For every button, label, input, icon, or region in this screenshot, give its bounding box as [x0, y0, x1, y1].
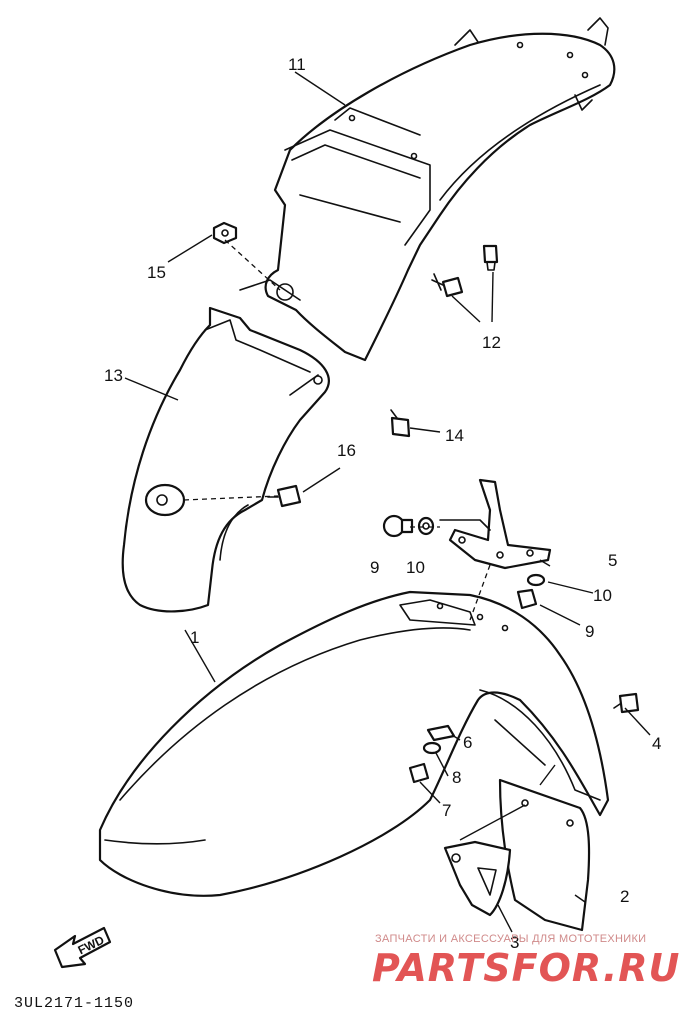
- washer-part-10-upper: [417, 516, 435, 536]
- callout-2: 2: [620, 887, 629, 906]
- callout-11: 11: [288, 55, 306, 74]
- callout-9-lower: 9: [585, 622, 594, 641]
- callout-14: 14: [445, 426, 464, 445]
- callout-5: 5: [608, 551, 617, 570]
- bolt-part-12-lower: [431, 273, 464, 298]
- mud-flap-part-2: [459, 764, 591, 932]
- rear-fender-part-11: [239, 17, 616, 362]
- callout-16: 16: [337, 441, 356, 460]
- bolt-part-7: [408, 762, 430, 784]
- callout-7: 7: [442, 801, 451, 820]
- bolt-part-16: [267, 484, 302, 508]
- washer-part-8: [422, 741, 442, 755]
- leader-lines: [124, 71, 651, 933]
- washer-part-10-lower: [526, 573, 546, 587]
- watermark-tagline: ЗАПЧАСТИ И АКСЕССУАРЫ ДЛЯ МОТОТЕХНИКИ: [375, 933, 646, 945]
- callout-10-upper: 10: [406, 558, 425, 577]
- stay-part-5: [439, 478, 552, 570]
- front-fender-part-1: [98, 590, 610, 897]
- callout-12: 12: [482, 333, 501, 352]
- watermark-brand: PARTSFOR.RU: [372, 946, 680, 990]
- bolt-part-9-lower: [516, 588, 538, 610]
- drawing-code: 3UL2171-1150: [14, 995, 134, 1012]
- fwd-arrow: FWD: [53, 926, 112, 969]
- bolt-part-12-upper: [482, 244, 499, 271]
- fasteners: [212, 221, 640, 784]
- screw-part-9-upper: [382, 514, 414, 538]
- callout-4: 4: [652, 734, 661, 753]
- callout-labels: 1 2 3 4 5 6 7 8 9 9 10 10 11 12 13 14 15…: [104, 55, 661, 952]
- callout-3: 3: [510, 933, 519, 952]
- callout-13: 13: [104, 366, 123, 385]
- callout-6: 6: [463, 733, 472, 752]
- watermark: ЗАПЧАСТИ И АКСЕССУАРЫ ДЛЯ МОТОТЕХНИКИ PA…: [372, 933, 680, 990]
- bracket-part-3: [443, 840, 512, 917]
- washer-part-6: [426, 724, 456, 742]
- callout-1: 1: [190, 628, 199, 647]
- callout-9-upper: 9: [370, 558, 379, 577]
- rear-flap-part-13: [121, 306, 330, 613]
- bolt-part-14: [390, 409, 411, 438]
- callout-15: 15: [147, 263, 166, 282]
- callout-8: 8: [452, 768, 461, 787]
- callout-10-lower: 10: [593, 586, 612, 605]
- bolt-part-4: [613, 692, 640, 714]
- nut-part-15: [212, 221, 238, 245]
